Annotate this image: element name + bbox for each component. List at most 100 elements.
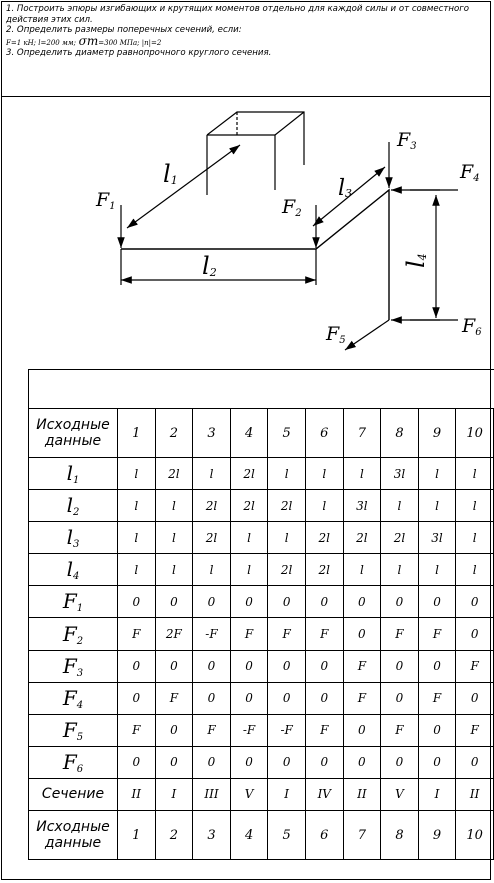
table-cell: 3l (380, 456, 419, 491)
table-cell: 0 (154, 713, 194, 747)
table-cell: F (455, 713, 494, 747)
table-cell: 0 (417, 649, 457, 683)
column-header: 6 (304, 408, 344, 458)
footer-label: Исходные данные (28, 810, 118, 861)
table-cell: 0 (380, 649, 419, 683)
table-cell: l (267, 456, 306, 491)
table-cell: F (342, 681, 382, 715)
table-cell: 2l (380, 521, 419, 555)
table-cell: F (117, 713, 156, 747)
table-cell: 2l (229, 489, 269, 523)
table-cell: l (417, 456, 457, 491)
table-cell: 0 (455, 681, 494, 715)
row-label: F5 (28, 713, 118, 747)
row-label: l4 (28, 553, 118, 587)
f4-label: F4 (459, 161, 480, 184)
table-cell: 0 (342, 713, 382, 747)
table-cell: 0 (267, 649, 306, 683)
table-header-row: Исходные данные 1 2 3 4 5 6 7 8 9 10 (28, 408, 494, 458)
table-cell: 0 (380, 745, 419, 779)
table-cell: F (192, 713, 231, 747)
column-footer: 10 (455, 810, 494, 861)
column-footer: 7 (342, 810, 382, 861)
header-label: Исходные данные (28, 408, 118, 458)
row-label: l2 (28, 489, 118, 523)
l2-label: l2 (202, 252, 217, 280)
row-label: F3 (28, 649, 118, 683)
table-cell: F (304, 713, 344, 747)
table-cell: 0 (267, 745, 306, 779)
table-cell: F (304, 617, 344, 651)
table-cell: l (229, 553, 269, 587)
table-cell: l (192, 456, 231, 491)
table-cell: l (342, 553, 382, 587)
table-cell: 0 (304, 745, 344, 779)
force-f5-arrow (344, 319, 390, 351)
task-line-2: действия этих сил. (6, 14, 93, 25)
table-cell: 0 (229, 745, 269, 779)
task-params: F=1 кН; l=200 мм; σт=300 МПа; |n|=2 (6, 33, 486, 49)
f5-label: F5 (325, 323, 346, 346)
table-cell: -F (192, 617, 231, 651)
table-cell: 2l (192, 521, 231, 555)
table-cell: 0 (117, 681, 156, 715)
table-cell: 0 (417, 713, 457, 747)
column-footer: 6 (304, 810, 344, 861)
table-cell: 0 (117, 585, 156, 619)
column-header: 1 (117, 408, 156, 458)
table-cell: 0 (417, 745, 457, 779)
table-cell: 2l (154, 456, 194, 491)
table-cell: l (192, 553, 231, 587)
table-cell: 0 (117, 649, 156, 683)
table-cell: l (154, 521, 194, 555)
column-header: 7 (342, 408, 382, 458)
row-label: l1 (28, 456, 118, 491)
table-cell: l (117, 489, 156, 523)
column-header: 4 (229, 408, 269, 458)
params-text-2: =300 МПа; |n|=2 (98, 38, 162, 47)
table-cell: 3l (417, 521, 457, 555)
task-text: 1. Построить эпюры изгибающих и крутящих… (2, 2, 490, 97)
table-cell: F (267, 617, 306, 651)
row-label: l3 (28, 521, 118, 555)
table-cell: 2l (267, 489, 306, 523)
table-cell: F (380, 713, 419, 747)
beam (121, 188, 390, 320)
table-cell: 0 (380, 681, 419, 715)
table-cell: 2l (304, 553, 344, 587)
f3-label: F3 (396, 129, 417, 152)
column-footer: 1 (117, 810, 156, 861)
column-footer: 3 (192, 810, 231, 861)
table-cell: 2l (229, 456, 269, 491)
table-header-band (28, 369, 494, 409)
table-cell: 0 (342, 617, 382, 651)
sigma-symbol: σт (78, 33, 99, 48)
table-cell: 0 (192, 745, 231, 779)
table-cell: F (154, 681, 194, 715)
table-cell: -F (267, 713, 306, 747)
table-cell: 0 (229, 649, 269, 683)
table-cell: II (455, 777, 494, 812)
table-cell: 0 (342, 745, 382, 779)
table-cell: l (455, 521, 494, 555)
table-cell: 0 (154, 745, 194, 779)
l1-dim-line (126, 144, 241, 229)
column-header: 9 (417, 408, 457, 458)
task-line-3: 2. Определить размеры поперечных сечений… (6, 25, 242, 35)
table-cell: II (117, 777, 156, 812)
block-top (206, 111, 305, 165)
row-label: F6 (28, 745, 118, 779)
table-cell: l (455, 456, 494, 491)
table-cell: IV (304, 777, 344, 812)
l3-dim-line (312, 166, 386, 227)
table-cell: 2l (342, 521, 382, 555)
table-cell: l (154, 489, 194, 523)
table-cell: 0 (192, 681, 231, 715)
